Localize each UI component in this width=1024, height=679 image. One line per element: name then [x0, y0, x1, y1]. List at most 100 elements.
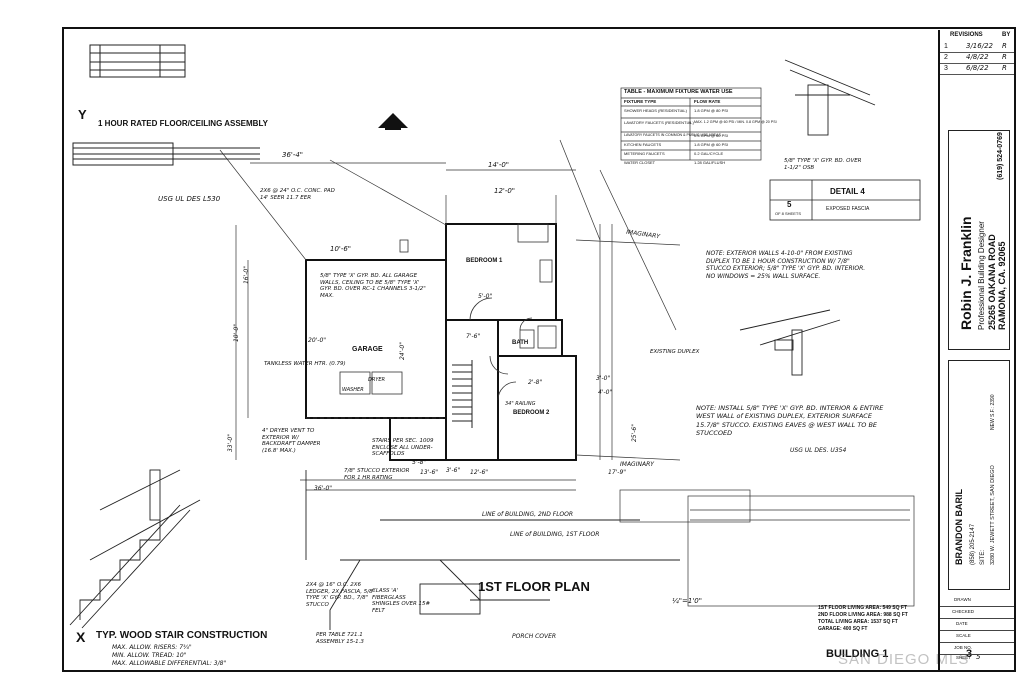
- dim-label: 3'-0": [596, 375, 611, 382]
- revision-date: 4/8/22: [966, 53, 989, 61]
- field-label: DATE: [956, 621, 968, 626]
- revision-by: R: [1002, 64, 1007, 72]
- roof-note: 2X6 @ 24" O.C. CONC. PAD 14' SEER 11.7 E…: [260, 188, 335, 201]
- room-bath: BATH: [512, 340, 529, 346]
- exterior-wall-note: NOTE: EXTERIOR WALLS 4-10-0" FROM EXISTI…: [706, 250, 866, 280]
- designer-title: Professional Building Designer: [977, 221, 986, 330]
- class-a-note: CLASS 'A' FIBERGLASS SHINGLES OVER 15# F…: [372, 588, 431, 614]
- fixture-cell: 1.8 GPM @ 60 PSI: [694, 142, 729, 147]
- imaginary-bottom-label: IMAGINARY: [620, 461, 654, 468]
- sheet-value: 5: [976, 653, 981, 661]
- building-label: BUILDING 1: [826, 648, 889, 660]
- detail-caption: EXPOSED FASCIA: [826, 206, 870, 212]
- client-phone: (858) 205-2147: [970, 523, 976, 565]
- revision-mark: 3: [944, 65, 948, 72]
- dim-label: 3'-6": [446, 467, 461, 474]
- revision-by: R: [1002, 42, 1007, 50]
- watermark: SAN DIEGO MLS: [838, 651, 970, 668]
- detail-title: DETAIL 4: [830, 187, 865, 196]
- drawing-sheet: [62, 27, 1016, 672]
- client-box: [948, 360, 1010, 590]
- revision-by: R: [1002, 53, 1007, 61]
- field-label: SHEET: [956, 655, 972, 660]
- plan-scale: ¼"=1'0": [672, 597, 702, 605]
- revision-date: 3/16/22: [966, 42, 993, 50]
- usg-right-note: USG UL DES. U354: [790, 447, 847, 454]
- designer-phone: (619) 524-0769: [997, 132, 1004, 180]
- dim-label: 33'-0": [227, 433, 235, 453]
- fixture-table-title: TABLE - MAXIMUM FIXTURE WATER USE: [624, 89, 733, 95]
- dim-label: 12'-6": [470, 469, 489, 476]
- fixture-cell: LAVATORY FAUCETS (RESIDENTIAL): [624, 120, 694, 125]
- field-label: DRAWN: [954, 597, 971, 602]
- stair-note-3: MAX. ALLOWABLE DIFFERENTIAL: 3/8": [112, 660, 227, 667]
- porch-cover: PORCH COVER: [512, 633, 557, 640]
- dim-label: 25'-6": [631, 423, 639, 443]
- assembly-y-title: 1 HOUR RATED FLOOR/CEILING ASSEMBLY: [98, 119, 268, 128]
- stair-title: TYP. WOOD STAIR CONSTRUCTION: [96, 630, 268, 641]
- fixture-header: FLOW RATE: [694, 99, 721, 104]
- usg-note: USG UL DES L530: [158, 195, 221, 203]
- designer-stamp-box: [948, 130, 1010, 350]
- room-bedroom-2: BEDROOM 2: [513, 410, 550, 416]
- area-garage: GARAGE: 400 SQ FT: [818, 626, 868, 632]
- stair-x-label: X: [76, 629, 86, 645]
- detail-note: 5/8" TYPE 'X' GYP. BD. OVER 1-1/2" OSB: [784, 158, 862, 171]
- dim-label: 12'-0": [494, 187, 516, 195]
- designer-city: RAMONA, CA. 92065: [997, 241, 1007, 330]
- fixture-cell: METERING FAUCETS: [624, 151, 665, 156]
- revisions-by-label: BY: [1002, 32, 1011, 38]
- field-label: JOB NO.: [954, 645, 973, 650]
- room-garage: GARAGE: [352, 346, 383, 353]
- revision-mark: 2: [944, 54, 948, 61]
- client-name: BRANDON BARIL: [954, 489, 964, 565]
- duplex-note: EXISTING DUPLEX: [650, 349, 700, 355]
- fixture-header: FIXTURE TYPE: [624, 99, 657, 104]
- washer-label: WASHER: [342, 387, 364, 393]
- fixture-cell: LAVATORY FAUCETS IN COMMON & PUBLIC USE …: [624, 133, 721, 137]
- detail-sheet-no: 5: [787, 200, 792, 209]
- fixture-cell: SHOWER HEADS (RESIDENTIAL): [624, 108, 687, 113]
- dim-label: 24'-0": [399, 341, 407, 361]
- room-bedroom-1: BEDROOM 1: [466, 258, 503, 264]
- line-2nd-floor: LINE of BUILDING, 2ND FLOOR: [482, 511, 574, 518]
- revision-mark: 1: [944, 43, 948, 50]
- revision-row: 1 3/16/22 R: [940, 42, 1014, 53]
- dim-label: 20'-0": [308, 337, 327, 344]
- stairs-note: STAIRS PER SEC. 1009 ENCLOSE ALL UNDER-S…: [372, 438, 434, 458]
- detail-sheet-sub: OF 8 SHEETS: [775, 211, 802, 216]
- stucco-note: 7/8" STUCCO EXTERIOR FOR 1 HR RATING: [344, 468, 410, 481]
- fixture-cell: 1.28 GAL/FLUSH: [694, 160, 726, 165]
- dim-label: 5'-8": [412, 459, 427, 466]
- dim-label: 36'-0": [314, 485, 333, 492]
- revisions-label: REVISIONS: [950, 32, 983, 38]
- dim-label: 13'-6": [420, 469, 439, 476]
- area-second-floor: 2ND FLOOR LIVING AREA: 988 SQ FT: [818, 612, 908, 618]
- fixture-cell: 0.5 GPM @ 60 PSI: [694, 133, 729, 138]
- dim-label: 14'-0": [488, 161, 510, 169]
- dim-label: 10'-6": [330, 245, 352, 253]
- dim-label: 36'-4": [282, 151, 304, 159]
- designer-name: Robin J. Franklin: [958, 216, 974, 330]
- site-address: 3280 W. JEWETT STREET, SAN DIEGO: [990, 465, 996, 565]
- stair-note-2: MIN. ALLOW. TREAD: 10": [112, 652, 187, 659]
- area-first-floor: 1ST FLOOR LIVING AREA: 549 SQ FT: [818, 605, 907, 611]
- site-label: SITE:: [980, 549, 986, 565]
- dim-label: 7'-6": [466, 333, 481, 340]
- tankless-label: TANKLESS WATER HTR. (0.79): [264, 361, 346, 367]
- garage-wall-note: 5/8" TYPE 'X' GYP. BD. ALL GARAGE WALLS,…: [320, 273, 426, 299]
- title-block: REVISIONS BY 1 3/16/22 R 2 4/8/22 R 3 6/…: [938, 30, 1014, 670]
- fixture-cell: 1.8 GPM @ 80 PSI: [694, 108, 729, 113]
- fixture-cell: 0.2 GAL/CYCLE: [694, 151, 724, 156]
- dim-label: 16'-0": [243, 265, 251, 285]
- revision-row: 3 6/8/22 R: [940, 64, 1014, 75]
- field-label: SCALE: [956, 633, 971, 638]
- dim-label: 2'-8": [528, 379, 543, 386]
- field-label: CHECKED: [952, 609, 975, 614]
- area-total: TOTAL LIVING AREA: 1537 SQ FT: [818, 619, 898, 625]
- revision-date: 6/8/22: [966, 64, 989, 72]
- fixture-cell: WATER CLOSET: [624, 160, 656, 165]
- fixture-cell: MAX. 1.2 GPM @ 60 PSI / MIN. 0.8 GPM @ 2…: [694, 120, 777, 124]
- stair-note-1: MAX. ALLOW. RISERS: 7¾": [112, 644, 192, 651]
